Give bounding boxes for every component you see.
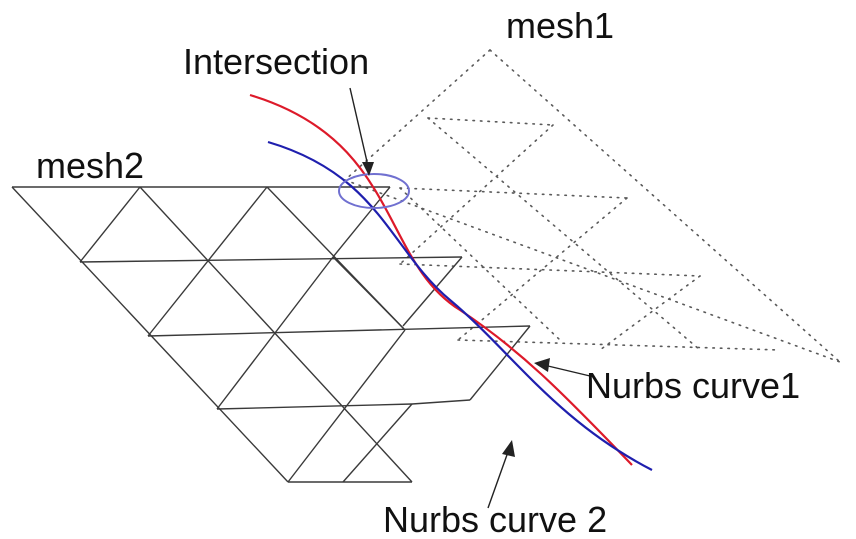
mesh1-edge	[427, 117, 701, 351]
mesh2-edge	[469, 325, 531, 401]
nurbs-curve2-label: Nurbs curve 2	[383, 499, 607, 539]
arrow-head	[534, 358, 550, 372]
mesh2-label: mesh2	[36, 145, 144, 186]
mesh2-edge	[332, 256, 406, 331]
mesh1-edge	[489, 49, 841, 363]
mesh1-edge	[427, 117, 554, 126]
mesh2-edge	[342, 403, 413, 483]
mesh2-edge	[287, 329, 406, 483]
arrow-head	[502, 440, 515, 457]
mesh1-edge	[457, 197, 628, 341]
mesh1-label: mesh1	[506, 5, 614, 46]
mesh1-edge	[399, 263, 701, 277]
intersection-pointer	[349, 87, 374, 176]
mesh2-edge	[147, 186, 268, 337]
mesh2-edge	[139, 186, 344, 408]
mesh2-edge	[79, 186, 141, 263]
mesh1-dotted-mesh	[344, 49, 841, 363]
arrow-head	[362, 162, 374, 176]
mesh1-edge	[344, 179, 841, 363]
mesh2-edge	[147, 325, 531, 337]
mesh1-edge	[399, 187, 628, 199]
intersection-ellipse	[338, 173, 410, 209]
mesh1-edge	[599, 275, 701, 351]
mesh1-edge	[457, 339, 781, 351]
mesh2-edge	[79, 256, 463, 263]
mesh1-edge	[399, 124, 554, 265]
nurbs-curve1-path	[249, 93, 633, 466]
mesh2-solid-mesh	[11, 186, 531, 483]
mesh2-edge	[342, 406, 413, 483]
nurbs-curve2-path	[267, 140, 653, 471]
mesh2-edge	[411, 399, 471, 405]
mesh2-edge	[402, 256, 463, 327]
intersection-label: Intersection	[183, 41, 369, 82]
nurbs-curve1-label: Nurbs curve1	[586, 365, 800, 406]
mesh2-edge	[216, 403, 413, 410]
mesh1-edge	[344, 49, 491, 181]
mesh2-edge	[216, 256, 334, 410]
mesh1-edge	[399, 187, 561, 341]
curve2-pointer	[487, 440, 515, 509]
curve1-pointer	[534, 358, 591, 377]
